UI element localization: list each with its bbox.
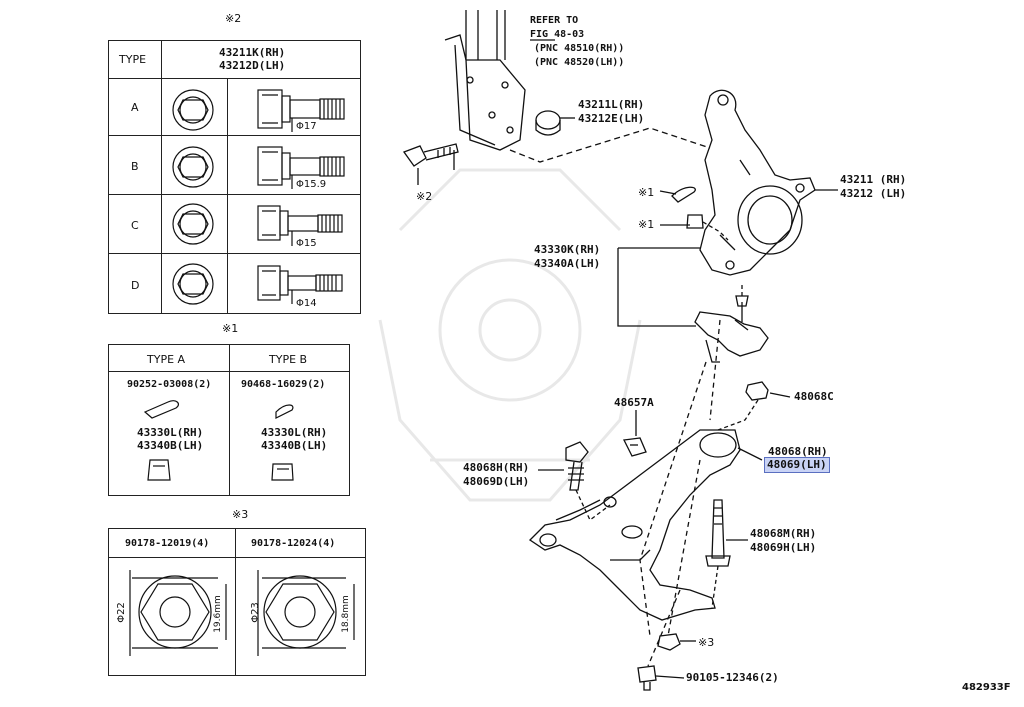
- table-pins-mark: ※1: [222, 322, 239, 335]
- table-bolts-mark: ※2: [225, 12, 242, 25]
- table-bolts-type-a: A: [131, 101, 139, 114]
- watermark-emblem: [378, 168, 642, 502]
- callout-refer-4: (PNC 48520(LH)): [534, 57, 625, 68]
- callout-nut-mark: ※3: [698, 636, 715, 649]
- table-bolts-type-d: D: [131, 279, 140, 292]
- table-pins-type-a-header: TYPE A: [147, 353, 186, 366]
- callout-bolt-mark: ※2: [416, 190, 433, 203]
- table-bolts-part-rh: 43211K(RH): [219, 46, 286, 59]
- callout-ball-joint-lh: 43340A(LH): [534, 257, 601, 270]
- type-a-joint-lh: 43340B(LH): [137, 439, 204, 452]
- type-a-joint-rh: 43330L(RH): [137, 426, 204, 439]
- table-bolts-row-divider-1: [109, 135, 360, 137]
- callout-stabilizer: 48657A: [614, 396, 654, 409]
- table-bolts-part-lh: 43212D(LH): [219, 59, 286, 72]
- callout-arm-rh: 48068(RH): [768, 445, 828, 458]
- table-bolts: TYPE 43211K(RH) 43212D(LH) A B C D Φ17 Φ…: [108, 40, 361, 314]
- assembly-drawing: [402, 10, 838, 691]
- table-nuts-header-divider: [109, 557, 365, 559]
- table-nuts-mark: ※3: [232, 508, 249, 521]
- table-bolts-img-col-divider: [227, 78, 229, 313]
- nut-right-height: 18.8mm: [340, 595, 351, 633]
- nut-drawings: [129, 570, 355, 656]
- table-bolts-type-header: TYPE: [119, 53, 147, 66]
- bolt-drawings: [172, 89, 345, 305]
- callout-rear-bolt-lh: 48069H(LH): [750, 541, 817, 554]
- table-pins-header-divider: [109, 371, 349, 373]
- callout-pin-mark-2: ※1: [638, 218, 655, 231]
- table-nuts-col-divider: [235, 529, 237, 675]
- table-bolts-row-divider-2: [109, 194, 360, 196]
- callout-pin-mark-1: ※1: [638, 186, 655, 199]
- type-b-joint-rh: 43330L(RH): [261, 426, 328, 439]
- table-bolts-header-divider: [109, 78, 360, 80]
- callout-bottom-bolt: 90105-12346(2): [686, 671, 779, 684]
- table-pins: TYPE A TYPE B 90252-03008(2) 43330L(RH) …: [108, 344, 350, 496]
- callout-knuckle-lh: 43212 (LH): [840, 187, 907, 200]
- type-a-pin-part: 90252-03008(2): [127, 379, 212, 390]
- table-bolts-type-b: B: [131, 160, 139, 173]
- table-bolts-dia-a: Φ17: [296, 121, 317, 132]
- callout-bushing-rh: 43211L(RH): [578, 98, 645, 111]
- callout-ball-joint-rh: 43330K(RH): [534, 243, 601, 256]
- table-nuts: 90178-12019(4) 90178-12024(4) Φ22 19.6mm…: [108, 528, 366, 676]
- table-bolts-row-divider-3: [109, 253, 360, 255]
- table-bolts-type-c: C: [131, 219, 139, 232]
- table-bolts-dia-d: Φ14: [296, 298, 317, 309]
- callout-refer-2: FIG 48-03: [530, 29, 585, 40]
- callout-refer-3: (PNC 48510(RH)): [534, 43, 625, 54]
- table-bolts-type-col-divider: [161, 41, 163, 313]
- callout-refer-1: REFER TO: [530, 15, 579, 26]
- callout-bushing-lh: 43212E(LH): [578, 112, 645, 125]
- callout-rear-bolt-rh: 48068M(RH): [750, 527, 817, 540]
- table-pins-type-b-header: TYPE B: [269, 353, 308, 366]
- callout-front-bolt-rh: 48068H(RH): [463, 461, 530, 474]
- callout-arm-lh[interactable]: 48069(LH): [764, 457, 830, 473]
- figure-code: 482933F: [962, 682, 1011, 693]
- type-b-pin-part: 90468-16029(2): [241, 379, 326, 390]
- nut-right-dia: Φ23: [249, 602, 261, 623]
- nut-left-dia: Φ22: [115, 602, 127, 623]
- callout-front-bolt-lh: 48069D(LH): [463, 475, 530, 488]
- table-bolts-dia-b: Φ15.9: [296, 179, 327, 190]
- pin-drawings: [143, 400, 294, 481]
- type-b-joint-lh: 43340B(LH): [261, 439, 328, 452]
- nut-left-part: 90178-12019(4): [125, 538, 210, 549]
- nut-left-height: 19.6mm: [212, 595, 223, 633]
- callout-nut-c: 48068C: [794, 390, 834, 403]
- callout-knuckle-rh: 43211 (RH): [840, 173, 907, 186]
- nut-right-part: 90178-12024(4): [251, 538, 336, 549]
- table-pins-col-divider: [229, 345, 231, 495]
- table-bolts-dia-c: Φ15: [296, 238, 317, 249]
